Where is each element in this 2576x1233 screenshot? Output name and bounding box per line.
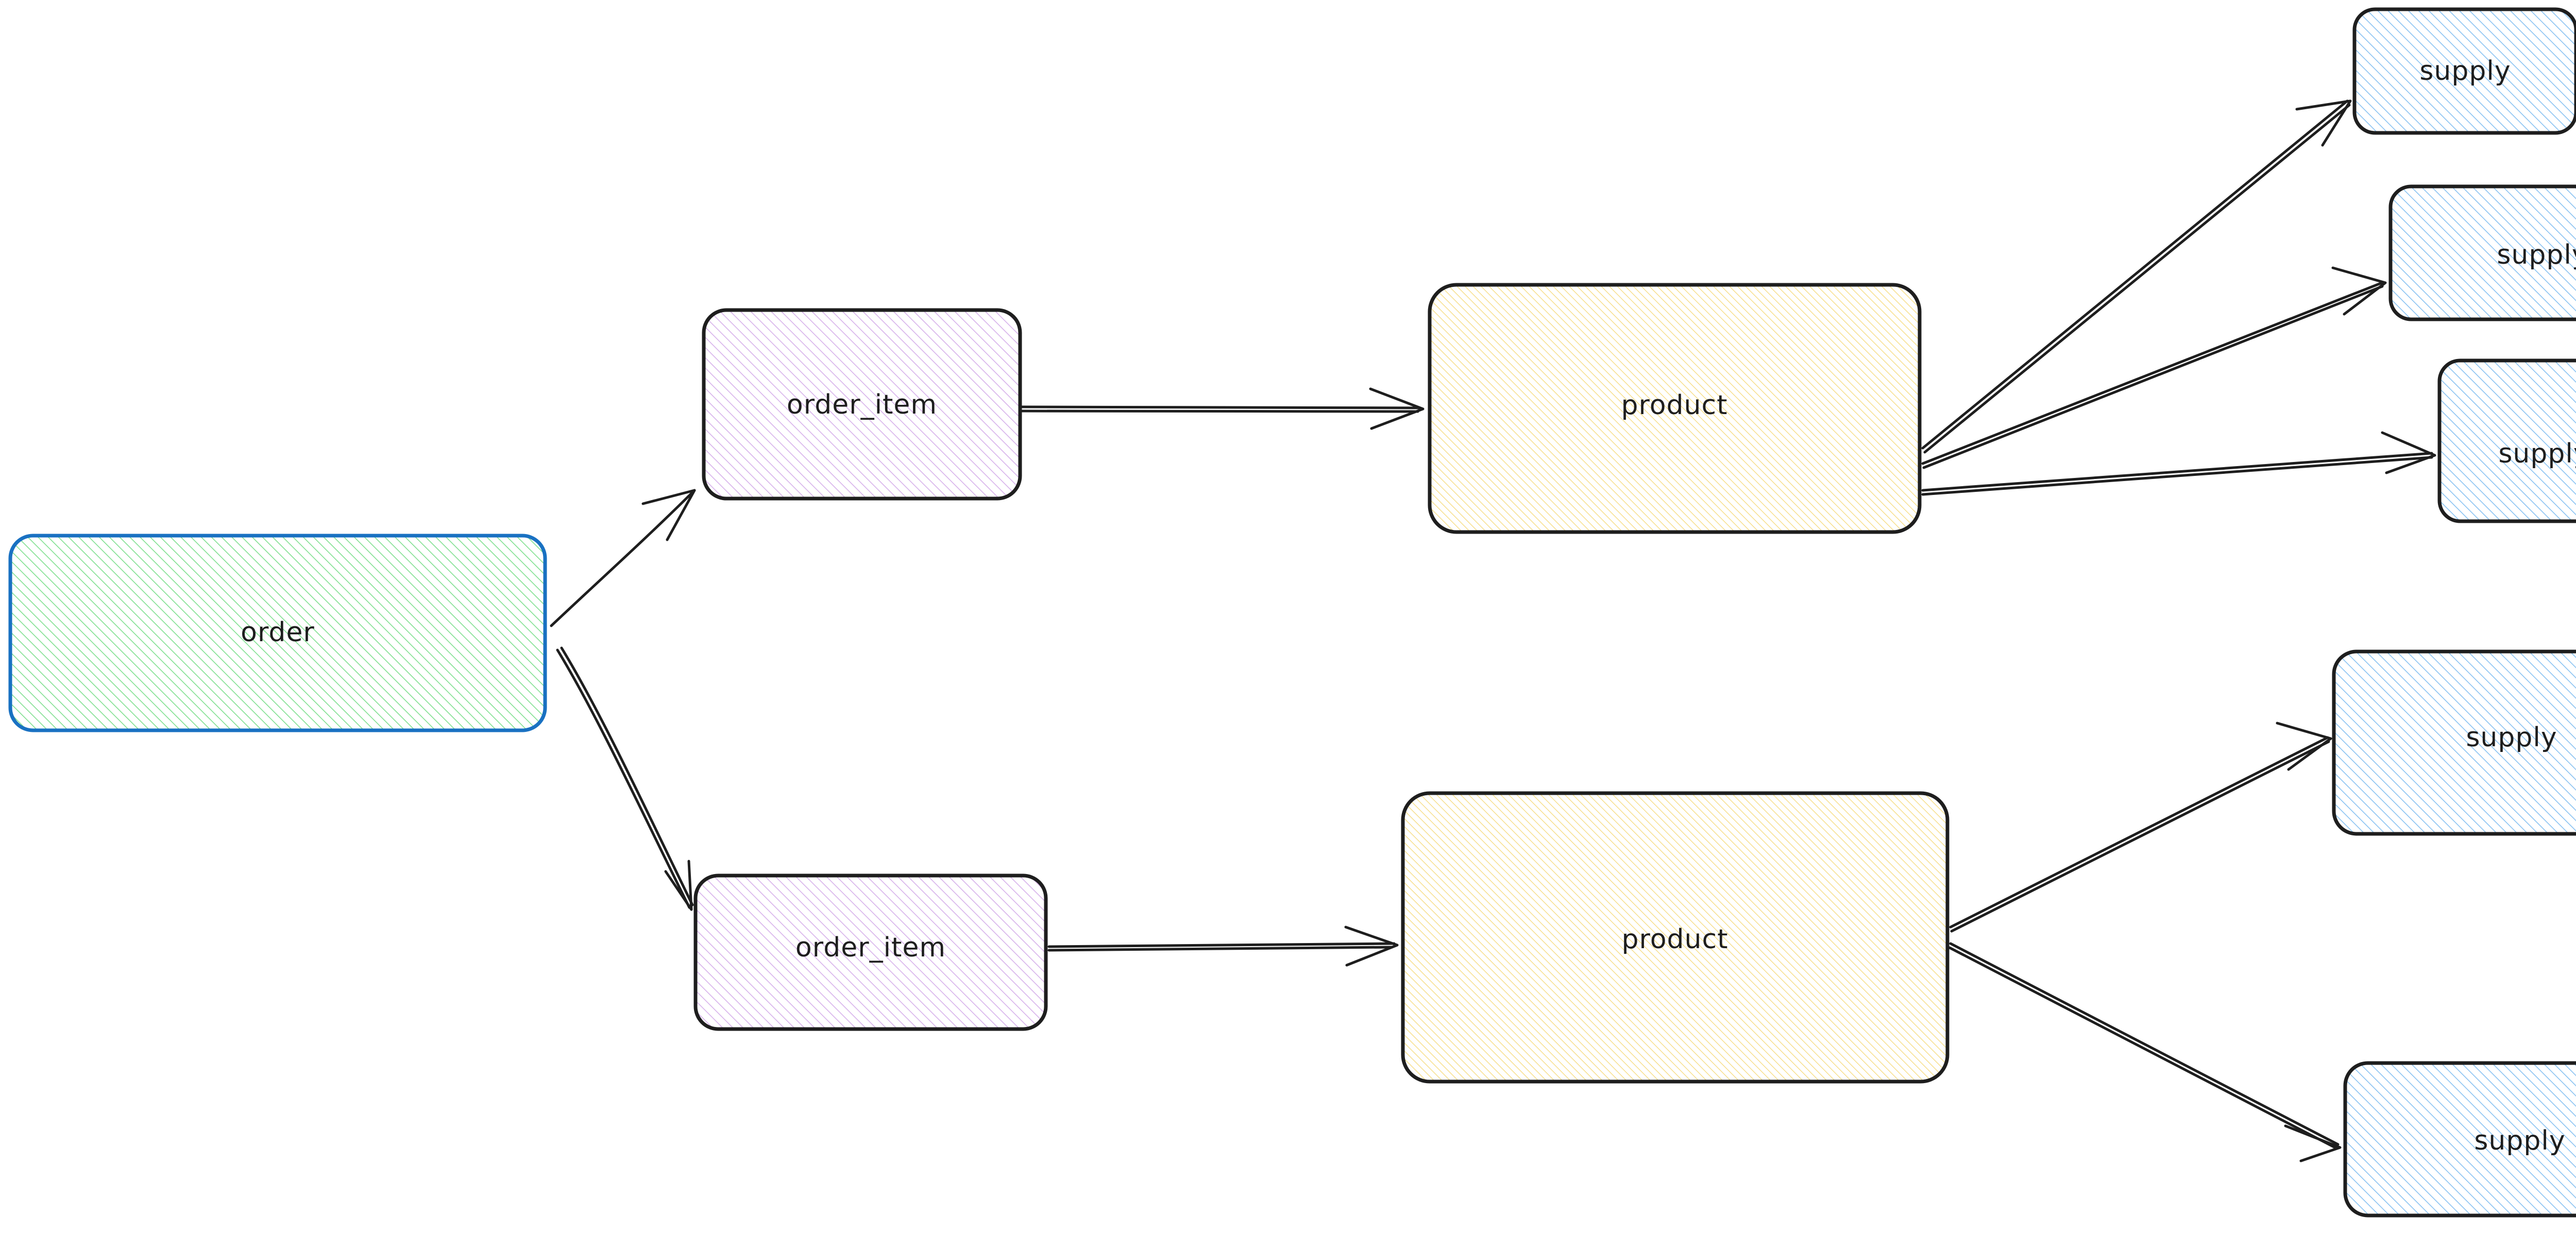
node-product-bottom[interactable]: product xyxy=(1401,791,1950,1084)
node-order-item-bottom[interactable]: order_item xyxy=(693,874,1048,1031)
node-product-top-shape[interactable] xyxy=(1428,283,1922,534)
node-order-item-top-label: order_item xyxy=(787,389,937,420)
node-order-item-top-shape[interactable] xyxy=(702,308,1022,501)
node-order-item-bottom-shape[interactable] xyxy=(693,874,1048,1031)
node-supply-5[interactable]: supply xyxy=(2343,1061,2576,1218)
node-supply-4-shape[interactable] xyxy=(2332,649,2576,836)
node-supply-3-label: supply xyxy=(2498,438,2576,469)
node-supply-2-shape[interactable] xyxy=(2388,184,2576,321)
node-supply-5-label: supply xyxy=(2474,1125,2565,1156)
edge-product-bottom-to-supply-5[interactable] xyxy=(1948,942,2342,1162)
edge-product-top-to-supply-1[interactable] xyxy=(1921,99,2352,454)
node-supply-4[interactable]: supply xyxy=(2332,649,2576,836)
node-supply-5-shape[interactable] xyxy=(2343,1061,2576,1218)
node-supply-3[interactable]: supply xyxy=(2437,358,2576,523)
node-supply-4-label: supply xyxy=(2466,722,2557,753)
node-order-item-bottom-label: order_item xyxy=(795,932,946,963)
node-supply-1-label: supply xyxy=(2419,56,2511,87)
edge-order-item-bottom-to-product-bottom[interactable] xyxy=(1047,926,1399,967)
node-order-item-top[interactable]: order_item xyxy=(702,308,1022,501)
edge-product-bottom-to-supply-4[interactable] xyxy=(1949,722,2332,933)
node-supply-1[interactable]: supply xyxy=(2352,7,2576,135)
node-supply-3-shape[interactable] xyxy=(2437,358,2576,523)
edge-order-to-order-item-bottom[interactable] xyxy=(556,646,694,911)
edge-product-top-to-supply-2[interactable] xyxy=(1921,266,2387,469)
edge-product-top-to-supply-3[interactable] xyxy=(1921,431,2436,496)
edge-order-to-order-item-top[interactable] xyxy=(550,489,696,627)
edges-layer xyxy=(550,99,2436,1162)
node-supply-2-label: supply xyxy=(2497,239,2576,270)
node-order[interactable]: order xyxy=(8,534,547,732)
nodes-layer: order order_item order_item product prod… xyxy=(8,7,2576,1218)
edge-order-item-top-to-product-top[interactable] xyxy=(1021,387,1425,430)
node-order-shape[interactable] xyxy=(8,534,547,732)
node-order-label: order xyxy=(241,617,315,648)
node-product-bottom-shape[interactable] xyxy=(1401,791,1950,1084)
node-product-bottom-label: product xyxy=(1621,924,1728,955)
node-supply-2[interactable]: supply xyxy=(2388,184,2576,321)
node-product-top-label: product xyxy=(1621,390,1727,421)
node-supply-1-shape[interactable] xyxy=(2352,7,2576,135)
node-product-top[interactable]: product xyxy=(1428,283,1922,534)
